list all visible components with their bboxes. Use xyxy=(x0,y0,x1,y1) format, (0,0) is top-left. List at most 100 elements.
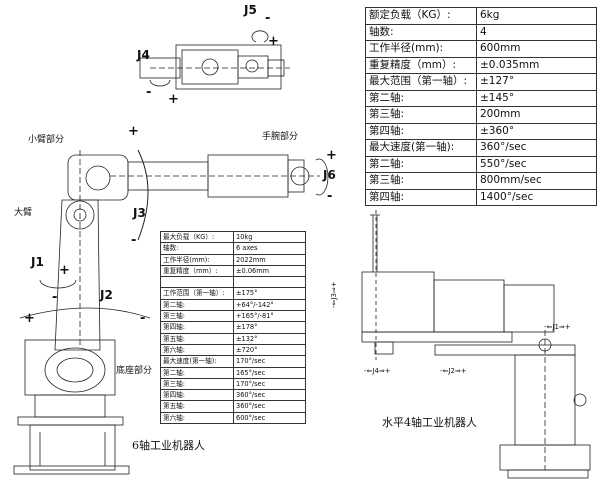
spec-row: 第二轴:+64°/-142° xyxy=(160,298,306,312)
j4-plus: + xyxy=(168,92,179,107)
j1-minus: - xyxy=(52,290,58,305)
spec-row: 最大范围（第一轴）:±127° xyxy=(365,73,597,91)
spec-key: 重复精度（mm）: xyxy=(160,264,234,278)
spec-value: 800mm/sec xyxy=(476,172,597,190)
scara-caption: 水平4轴工业机器人 xyxy=(382,416,477,429)
spec-value: ±145° xyxy=(476,89,597,107)
scara-axis-label-j2: -⇐J2⇒+ xyxy=(440,367,467,375)
j5-plus: + xyxy=(268,34,279,49)
j2-minus: - xyxy=(140,311,146,326)
spec-value: 6 axes xyxy=(233,242,306,255)
scara-axis-label-j4: -⇐J4⇒+ xyxy=(364,367,391,375)
spec-value: 200mm xyxy=(476,106,597,124)
spec-key: 额定负载（KG）: xyxy=(365,7,477,25)
spec-row: 最大负载（KG）:10kg xyxy=(160,230,306,244)
spec-row: 重复精度（mm）:±0.035mm xyxy=(365,56,597,74)
spec-row: 第四轴:1400°/sec xyxy=(365,188,597,206)
spec-row: 第四轴:±360° xyxy=(365,122,597,140)
spec-value: 360°/sec xyxy=(233,400,306,413)
spec-row: 工作半径(mm):600mm xyxy=(365,40,597,58)
spec-value: 4 xyxy=(476,23,597,41)
six-axis-robot-drawing xyxy=(13,149,329,475)
j5-minus: - xyxy=(265,11,271,26)
spec-key: 第六轴: xyxy=(160,343,234,357)
spec-key: 最大速度(第一轴): xyxy=(160,355,234,368)
spec-row: 轴数:4 xyxy=(365,23,597,41)
spec-row: 轴数:6 axes xyxy=(160,242,306,255)
j4-minus: - xyxy=(146,85,152,100)
spec-key: 第四轴: xyxy=(160,321,234,334)
axis-label-j5: J5 xyxy=(244,3,257,17)
spec-value: 2022mm xyxy=(233,253,306,266)
spec-value: 360°/sec xyxy=(233,389,306,402)
axis-label-j2: J2 xyxy=(100,288,113,302)
scara-axis-label-j1: -⇐J1⇒+ xyxy=(544,323,571,331)
j3-plus: + xyxy=(128,124,139,139)
spec-row: 第四轴:360°/sec xyxy=(160,389,306,402)
spec-value: ±127° xyxy=(476,73,597,91)
spec-key: 第四轴: xyxy=(160,389,234,402)
spec-value: ±720° xyxy=(233,343,306,357)
spec-key: 最大速度(第一轴): xyxy=(365,139,477,157)
spec-key: 第四轴: xyxy=(365,188,477,206)
spec-value: ±178° xyxy=(233,321,306,334)
spec-row: 重复精度（mm）:±0.06mm xyxy=(160,264,306,278)
spec-value: 6kg xyxy=(476,7,597,25)
spec-key: 第三轴: xyxy=(365,172,477,190)
spec-key: 工作范围（第一轴）: xyxy=(160,287,234,300)
spec-row: 第四轴:±178° xyxy=(160,321,306,334)
spec-row: 第三轴:170°/sec xyxy=(160,377,306,391)
spec-row: 工作半径(mm):2022mm xyxy=(160,253,306,266)
spec-key: 第四轴: xyxy=(365,122,477,140)
axis-label-j4: J4 xyxy=(137,48,150,62)
spec-row: 最大速度(第一轴):170°/sec xyxy=(160,355,306,368)
spec-value: 360°/sec xyxy=(476,139,597,157)
spec-row: 第二轴:165°/sec xyxy=(160,366,306,379)
spec-key: 第二轴: xyxy=(160,366,234,379)
spec-value: 600°/sec xyxy=(233,411,306,425)
spec-key: 第六轴: xyxy=(160,411,234,425)
spec-value: 1400°/sec xyxy=(476,188,597,206)
spec-row: 第三轴:200mm xyxy=(365,106,597,124)
spec-value: 170°/sec xyxy=(233,377,306,391)
spec-key: 第二轴: xyxy=(365,155,477,173)
wrist-detail-drawing xyxy=(139,30,290,90)
j6-minus: - xyxy=(327,189,333,204)
j1-plus: + xyxy=(59,263,70,278)
spec-row: 第六轴:600°/sec xyxy=(160,411,306,425)
spec-value: 550°/sec xyxy=(476,155,597,173)
spec-key xyxy=(160,276,234,289)
scara-robot-drawing xyxy=(361,210,591,479)
spec-row: 额定负载（KG）:6kg xyxy=(365,7,597,25)
spec-row: 工作范围（第一轴）:±175° xyxy=(160,287,306,300)
spec-key: 第二轴: xyxy=(365,89,477,107)
spec-row: 第三轴:800mm/sec xyxy=(365,172,597,190)
spec-key: 轴数: xyxy=(365,23,477,41)
part-label-upper-arm: 大臂 xyxy=(14,208,33,218)
spec-key: 最大负载（KG）: xyxy=(160,230,234,244)
spec-row: 第五轴:360°/sec xyxy=(160,400,306,413)
part-label-wrist: 手腕部分 xyxy=(262,132,299,142)
j3-minus: - xyxy=(131,233,137,248)
part-label-base: 底座部分 xyxy=(116,366,153,376)
spec-row: 第二轴:550°/sec xyxy=(365,155,597,173)
spec-key: 第三轴: xyxy=(365,106,477,124)
spec-key: 第二轴: xyxy=(160,298,234,312)
spec-row: 第二轴:±145° xyxy=(365,89,597,107)
spec-value: ±132° xyxy=(233,332,306,345)
spec-row: 最大速度(第一轴):360°/sec xyxy=(365,139,597,157)
spec-value: ±0.035mm xyxy=(476,56,597,74)
spec-key: 第五轴: xyxy=(160,332,234,345)
spec-value xyxy=(233,276,306,289)
part-label-forearm: 小臂部分 xyxy=(28,135,65,145)
spec-value: ±0.06mm xyxy=(233,264,306,278)
spec-value: +64°/-142° xyxy=(233,298,306,312)
spec-row: 第五轴:±132° xyxy=(160,332,306,345)
spec-value: 170°/sec xyxy=(233,355,306,368)
spec-value: +165°/-81° xyxy=(233,310,306,323)
spec-key: 轴数: xyxy=(160,242,234,255)
spec-value: ±360° xyxy=(476,122,597,140)
spec-key: 工作半径(mm): xyxy=(160,253,234,266)
spec-key: 第三轴: xyxy=(160,310,234,323)
